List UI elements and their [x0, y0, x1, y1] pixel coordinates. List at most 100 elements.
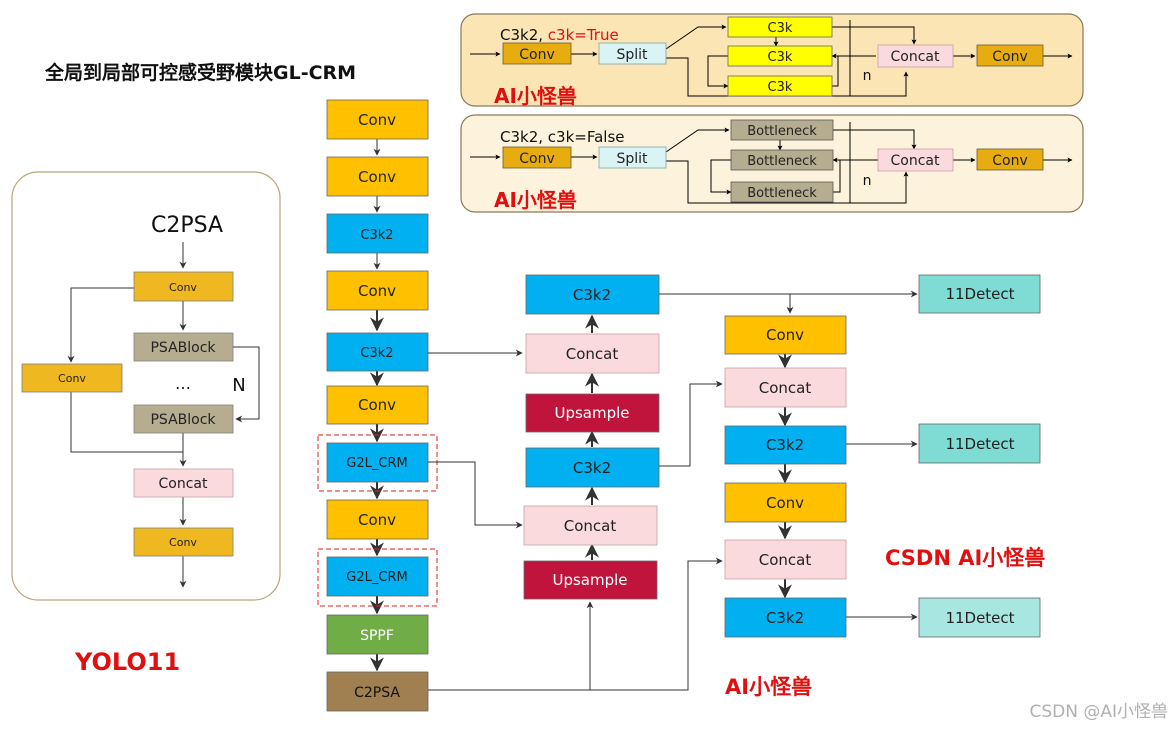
neck-upsample-2: Upsample [523, 560, 658, 600]
c3k2-false-bottleneck-1: Bottleneck [730, 119, 834, 141]
svg-text:C3k: C3k [768, 50, 793, 65]
c2psa-dots: … [175, 374, 191, 393]
c3k2-false-bottleneck-3: Bottleneck [730, 181, 834, 203]
backbone-conv-3: Conv [326, 270, 429, 311]
backbone-g2l-crm-2: G2L_CRM [326, 556, 429, 597]
svg-text:Conv: Conv [169, 536, 197, 549]
svg-text:Conv: Conv [58, 372, 86, 385]
g2l-crm-highlight-2 [317, 548, 438, 607]
detect-head-3: 11Detect [918, 597, 1041, 638]
svg-text:Conv: Conv [358, 396, 396, 414]
svg-text:11Detect: 11Detect [945, 609, 1014, 627]
c2psa-panel: C2PSA Conv Conv PSABlock … N PSABlock [11, 171, 281, 601]
svg-text:Split: Split [616, 47, 648, 63]
svg-text:Concat: Concat [891, 153, 940, 169]
svg-text:Bottleneck: Bottleneck [747, 154, 817, 169]
backbone-conv-5: Conv [326, 499, 429, 540]
c3k2-false-title: C3k2, c3k=False [500, 128, 624, 146]
c3k2-true-concat: Concat [877, 44, 954, 68]
svg-text:Concat: Concat [564, 517, 617, 535]
c2psa-psablock-2: PSABlock [133, 404, 234, 434]
backbone-sppf: SPPF [326, 614, 429, 655]
yolo11-label: YOLO11 [74, 648, 180, 676]
detect-head-2: 11Detect [918, 423, 1041, 464]
neck-concat-3: Concat [724, 367, 847, 408]
svg-text:C2PSA: C2PSA [354, 685, 400, 701]
svg-text:C3k2: C3k2 [766, 609, 804, 627]
watermark-top: AI小怪兽 [494, 84, 577, 108]
svg-text:G2L_CRM: G2L_CRM [346, 570, 407, 585]
neck-c3k2-2: C3k2 [724, 425, 847, 465]
svg-text:11Detect: 11Detect [945, 285, 1014, 303]
neck-concat-2: Concat [523, 505, 658, 546]
svg-text:Conv: Conv [992, 49, 1028, 65]
c3k2-true-c3k-1: C3k [727, 16, 833, 38]
c2psa-panel-title: C2PSA [151, 213, 223, 238]
svg-text:C3k2: C3k2 [573, 459, 611, 477]
svg-text:C3k: C3k [768, 21, 793, 36]
svg-text:Concat: Concat [891, 49, 940, 65]
c3k2-false-concat: Concat [877, 148, 954, 172]
neck-c3k2-top: C3k2 [525, 274, 660, 315]
svg-text:C3k2: C3k2 [360, 346, 393, 361]
c2psa-conv-top: Conv [133, 271, 234, 302]
watermark-csdn-gray: CSDN @AI小怪兽 [1029, 702, 1168, 722]
neck-upsample-1: Upsample [525, 393, 660, 433]
c3k2-true-conv-out: Conv [976, 44, 1044, 67]
neck-conv-1: Conv [724, 315, 847, 355]
c2psa-conv-side: Conv [21, 363, 123, 393]
backbone-c2psa: C2PSA [326, 671, 429, 712]
neck-concat-4: Concat [724, 539, 847, 580]
svg-text:Conv: Conv [519, 151, 555, 167]
neck-c3k2-3: C3k2 [724, 597, 847, 638]
svg-text:Bottleneck: Bottleneck [747, 186, 817, 201]
neck-c3k2-mid: C3k2 [525, 447, 660, 488]
svg-text:Concat: Concat [759, 379, 812, 397]
c3k2-true-title: C3k2, c3k=True [500, 26, 619, 44]
svg-text:C3k: C3k [768, 80, 793, 95]
neck-connections [428, 290, 918, 691]
svg-text:Conv: Conv [358, 111, 396, 129]
svg-text:Conv: Conv [766, 326, 804, 344]
svg-text:Conv: Conv [992, 153, 1028, 169]
c3k2-false-panel: C3k2, c3k=False Conv Split Bottleneck Bo… [460, 114, 1084, 213]
detect-head-1: 11Detect [918, 274, 1041, 314]
c2psa-psablock-1: PSABlock [133, 332, 234, 362]
svg-text:C3k2: C3k2 [360, 228, 393, 243]
c3k2-false-split: Split [598, 146, 667, 169]
svg-text:PSABlock: PSABlock [150, 340, 216, 356]
backbone-conv-1: Conv [326, 99, 429, 140]
c3k2-true-conv-in: Conv [502, 42, 572, 65]
backbone-conv-4: Conv [326, 385, 429, 425]
backbone-c3k2-2: C3k2 [326, 332, 429, 372]
watermark-csdn-red: CSDN AI小怪兽 [885, 546, 1045, 570]
svg-text:Conv: Conv [358, 511, 396, 529]
svg-text:Conv: Conv [358, 282, 396, 300]
c2psa-repeat-label: N [232, 375, 245, 396]
svg-text:Concat: Concat [159, 476, 208, 492]
backbone-g2l-crm-1: G2L_CRM [326, 442, 429, 483]
watermark-middle: AI小怪兽 [494, 188, 577, 212]
c3k2-false-conv-out: Conv [976, 148, 1044, 171]
svg-text:Split: Split [616, 151, 648, 167]
c3k2-false-repeat: n [863, 173, 872, 189]
svg-text:Conv: Conv [519, 47, 555, 63]
svg-text:C3k2: C3k2 [766, 436, 804, 454]
c3k2-true-panel: C3k2, c3k=True Conv Split C3k C3 [460, 13, 1084, 108]
c3k2-true-repeat: n [863, 68, 872, 84]
diagram-title: 全局到局部可控感受野模块GL-CRM [44, 61, 356, 84]
svg-text:11Detect: 11Detect [945, 435, 1014, 453]
g2l-crm-highlight-1 [317, 434, 438, 492]
svg-text:Upsample: Upsample [554, 404, 629, 422]
svg-text:SPPF: SPPF [360, 628, 394, 644]
c3k2-false-bottleneck-2: Bottleneck [730, 149, 834, 171]
backbone-conv-2: Conv [326, 156, 429, 197]
backbone-c3k2-1: C3k2 [326, 213, 429, 254]
c2psa-conv-bottom: Conv [133, 527, 234, 557]
svg-text:C3k2: C3k2 [573, 286, 611, 304]
svg-text:Conv: Conv [358, 168, 396, 186]
neck-concat-1: Concat [525, 333, 660, 374]
c3k2-false-conv-in: Conv [502, 146, 572, 169]
